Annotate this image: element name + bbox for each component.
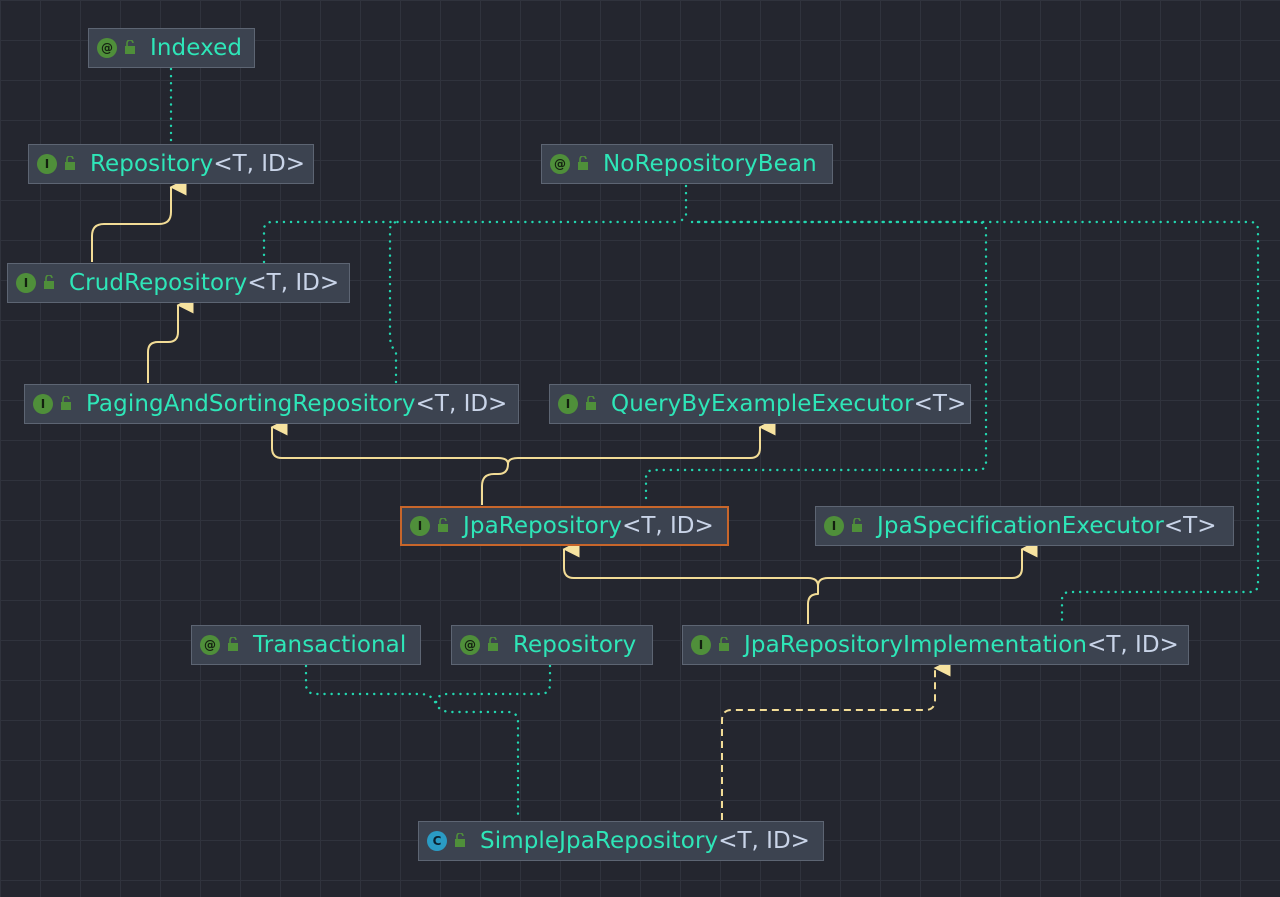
annotation-at-icon: @ xyxy=(200,635,220,655)
node-name: JpaSpecificationExecutor xyxy=(877,513,1164,539)
edge-jparepositoryimpl-norepositorybean xyxy=(690,220,1260,624)
node-jpaspecificationexecutor[interactable]: I JpaSpecificationExecutor<T> xyxy=(815,506,1234,546)
edge-simplejparepository-repositoryannotation xyxy=(434,664,552,706)
node-generic: <T, ID> xyxy=(415,391,508,417)
interface-i-icon: I xyxy=(33,394,53,414)
interface-i-icon: I xyxy=(410,516,430,536)
annotation-at-icon: @ xyxy=(460,635,480,655)
node-generic: <T, ID> xyxy=(247,270,340,296)
unlock-icon xyxy=(227,635,239,655)
node-norepositorybean[interactable]: @ NoRepositoryBean xyxy=(541,144,833,184)
edge-crudrepository-repository xyxy=(91,178,187,262)
node-generic: <T, ID> xyxy=(622,513,714,539)
node-pagingandsortingrepository[interactable]: I PagingAndSortingRepository<T, ID> xyxy=(24,384,519,424)
interface-i-icon: I xyxy=(824,516,844,536)
edge-pagingandsorting-norepositorybean xyxy=(388,220,400,384)
node-name: JpaRepository xyxy=(463,513,623,539)
node-name: Repository xyxy=(90,151,214,177)
edge-simplejparepository-transactional xyxy=(304,664,520,820)
node-name: SimpleJpaRepository xyxy=(480,828,719,854)
node-name: Repository xyxy=(513,632,637,658)
interface-i-icon: I xyxy=(16,273,36,293)
unlock-icon xyxy=(124,38,136,58)
edge-jparepositoryimpl-jpaspecification xyxy=(817,540,1038,587)
unlock-icon xyxy=(577,154,589,174)
edge-crudrepository-norepositorybean xyxy=(262,220,682,264)
node-jparepositoryimplementation[interactable]: I JpaRepositoryImplementation<T, ID> xyxy=(682,625,1189,665)
unlock-icon xyxy=(454,831,466,851)
unlock-icon xyxy=(718,635,730,655)
unlock-icon xyxy=(64,154,76,174)
edge-pagingandsorting-crudrepository xyxy=(147,296,194,383)
class-c-icon: C xyxy=(427,831,447,851)
unlock-icon xyxy=(43,273,55,293)
unlock-icon xyxy=(585,394,597,414)
node-generic: <T> xyxy=(913,391,967,417)
annotation-at-icon: @ xyxy=(550,154,570,174)
edge-jparepository-norepositorybean xyxy=(644,220,988,500)
node-name: NoRepositoryBean xyxy=(603,151,817,177)
unlock-icon xyxy=(851,516,863,536)
edge-simplejparepository-jparepositoryimpl xyxy=(721,659,951,820)
annotation-at-icon: @ xyxy=(97,38,117,58)
node-simplejparepository[interactable]: C SimpleJpaRepository<T, ID> xyxy=(418,821,824,861)
node-jparepository[interactable]: I JpaRepository<T, ID> xyxy=(400,506,729,546)
unlock-icon xyxy=(60,394,72,414)
edge-norepositorybean-connector xyxy=(678,184,688,224)
node-name: PagingAndSortingRepository xyxy=(86,391,416,417)
node-querybyexampleexecutor[interactable]: I QueryByExampleExecutor<T> xyxy=(549,384,971,424)
node-generic: <T, ID> xyxy=(1087,632,1179,658)
edge-jparepositoryimpl-jparepository xyxy=(562,540,819,624)
node-name: JpaRepositoryImplementation xyxy=(744,632,1088,658)
node-crudrepository[interactable]: I CrudRepository<T, ID> xyxy=(7,263,350,303)
node-generic: <T, ID> xyxy=(213,151,306,177)
node-name: CrudRepository xyxy=(69,270,248,296)
interface-i-icon: I xyxy=(691,635,711,655)
node-name: Transactional xyxy=(253,632,407,658)
node-repository-annotation[interactable]: @ Repository xyxy=(451,625,653,665)
node-generic: <T> xyxy=(1163,513,1217,539)
node-indexed[interactable]: @ Indexed xyxy=(88,28,255,68)
interface-i-icon: I xyxy=(37,154,57,174)
node-name: Indexed xyxy=(150,35,243,61)
node-name: QueryByExampleExecutor xyxy=(611,391,914,417)
unlock-icon xyxy=(487,635,499,655)
interface-i-icon: I xyxy=(558,394,578,414)
node-repository[interactable]: I Repository<T, ID> xyxy=(28,144,314,184)
edge-jparepository-pagingandsorting xyxy=(270,418,509,505)
node-transactional[interactable]: @ Transactional xyxy=(191,625,421,665)
edge-jparepository-querybyexample xyxy=(507,418,776,465)
unlock-icon xyxy=(437,516,449,536)
node-generic: <T, ID> xyxy=(718,828,810,854)
